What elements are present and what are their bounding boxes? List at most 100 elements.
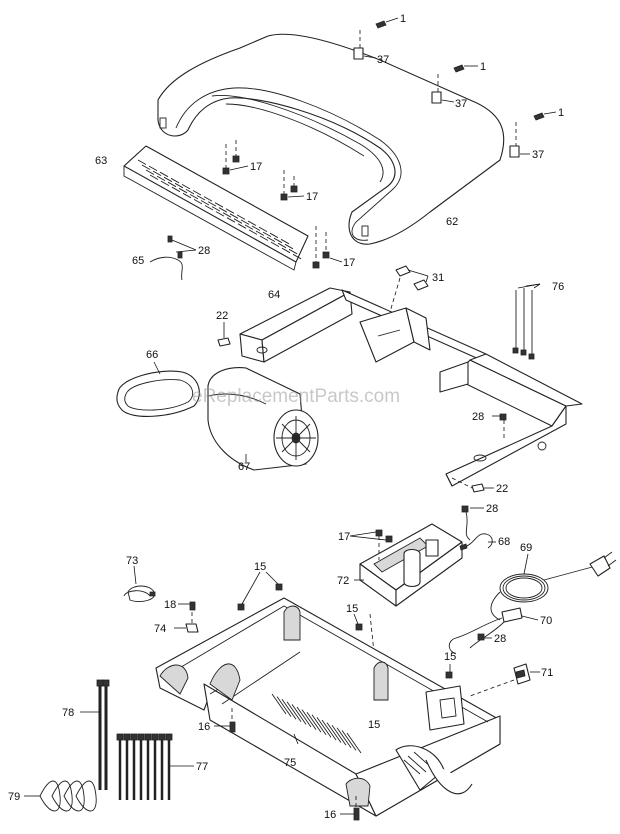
grille-slot <box>196 195 206 201</box>
grille-slot <box>233 218 243 224</box>
base-vent-slot <box>301 709 317 730</box>
base-vent-slot <box>311 714 327 736</box>
grille-slot <box>192 190 202 196</box>
callout-79: 79 <box>8 791 20 803</box>
cable-tie-head <box>116 733 124 741</box>
grille-slot <box>174 182 184 189</box>
callout-22-a: 22 <box>216 310 228 322</box>
callout-31: 31 <box>432 272 444 284</box>
grille-slot <box>258 226 268 232</box>
bolt-part-31 <box>389 265 429 313</box>
bolt-part-22-a <box>217 322 231 347</box>
clip-part-37-b <box>431 91 455 104</box>
screw-part-16-b <box>340 796 360 821</box>
base-pan-part-75 <box>155 597 501 817</box>
twist-tie-part-79 <box>24 780 97 812</box>
callout-1-a: 1 <box>400 13 406 25</box>
grille-slot <box>284 243 294 250</box>
grille-slot <box>273 237 283 244</box>
grille-slot <box>211 206 221 212</box>
cable-tie-head <box>130 733 138 741</box>
cable-tie-head <box>151 733 159 741</box>
grille-slot <box>182 192 192 199</box>
callout-16-a: 16 <box>198 721 210 733</box>
screw-part-1-c <box>515 111 557 146</box>
grille-slot <box>277 242 287 249</box>
callout-22-b: 22 <box>496 483 508 495</box>
screw-part-28-c <box>461 505 484 541</box>
grille-slot <box>207 201 217 207</box>
screw-part-15-b <box>353 613 377 673</box>
clip-part-74 <box>174 623 199 633</box>
grille-slot <box>156 175 166 181</box>
grille-slot <box>225 208 235 214</box>
grille-slot <box>222 212 232 218</box>
bolt-part-22-b <box>451 477 494 493</box>
grille-slot <box>266 236 276 242</box>
grille-slot <box>149 174 159 180</box>
callout-15-a: 15 <box>254 561 266 573</box>
screw-part-17-d <box>312 226 343 269</box>
wire-part-68 <box>459 533 496 551</box>
grille-slot <box>193 199 203 205</box>
grille-slot <box>247 220 257 226</box>
base-vent-slot <box>276 696 292 717</box>
grille-slot <box>229 213 239 219</box>
grille-slot <box>288 248 298 255</box>
grille-slot <box>255 230 265 236</box>
grille-slot <box>141 164 151 170</box>
callout-16-b: 16 <box>324 809 336 821</box>
grille-slot <box>178 187 188 194</box>
grille-slot <box>270 241 280 247</box>
grille-slot <box>226 217 236 223</box>
callout-64: 64 <box>268 289 280 301</box>
callout-17-a: 17 <box>250 161 262 173</box>
callout-63: 63 <box>95 155 107 167</box>
callout-28-a: 28 <box>198 245 210 257</box>
grille-slot <box>145 169 155 175</box>
grille-slot <box>137 159 147 165</box>
callout-15-b: 15 <box>346 603 358 615</box>
screw-part-15-a <box>237 571 283 611</box>
motor-frame-part-64 <box>239 287 583 487</box>
cable-tie-head <box>137 733 145 741</box>
callout-37-b: 37 <box>455 98 467 110</box>
callout-74: 74 <box>154 623 166 635</box>
callout-28-c: 28 <box>486 503 498 515</box>
cable-tie-part-77 <box>116 733 194 800</box>
grille-slot <box>214 202 224 208</box>
drive-belt-part-66 <box>116 361 200 417</box>
base-vent-slot <box>271 693 287 715</box>
grille-slot <box>248 229 258 235</box>
grille-slot <box>200 200 210 206</box>
hood-cover-part-62 <box>157 33 505 245</box>
grille-slot <box>204 205 214 211</box>
callout-75: 75 <box>284 757 296 769</box>
callout-67: 67 <box>238 461 250 473</box>
grille-slot <box>240 219 250 225</box>
cable-tie-head <box>144 733 152 741</box>
grille-slot <box>215 211 225 217</box>
base-vent-slot <box>346 732 362 754</box>
screw-part-17-b <box>232 140 240 163</box>
grille-slot <box>236 214 246 220</box>
cable-tie-part-78 <box>80 679 110 790</box>
callout-71: 71 <box>541 667 553 679</box>
callout-18: 18 <box>164 599 176 611</box>
grille-slot <box>152 170 162 176</box>
grille-slot <box>171 186 181 193</box>
callout-17-c: 17 <box>343 257 355 269</box>
callout-65: 65 <box>132 255 144 267</box>
grille-slot <box>259 235 269 241</box>
grille-slot <box>170 177 180 184</box>
clip-part-37-c <box>509 145 530 158</box>
callout-28-d: 28 <box>494 633 506 645</box>
wire-part-65 <box>149 235 197 281</box>
power-cord-part-69 <box>490 551 617 621</box>
grille-slot <box>203 196 213 202</box>
screw-part-1-b <box>437 64 478 92</box>
grille-slot <box>251 225 261 231</box>
base-vent-slot <box>321 719 337 741</box>
callout-78: 78 <box>62 707 74 719</box>
screw-part-17-c <box>280 170 305 201</box>
